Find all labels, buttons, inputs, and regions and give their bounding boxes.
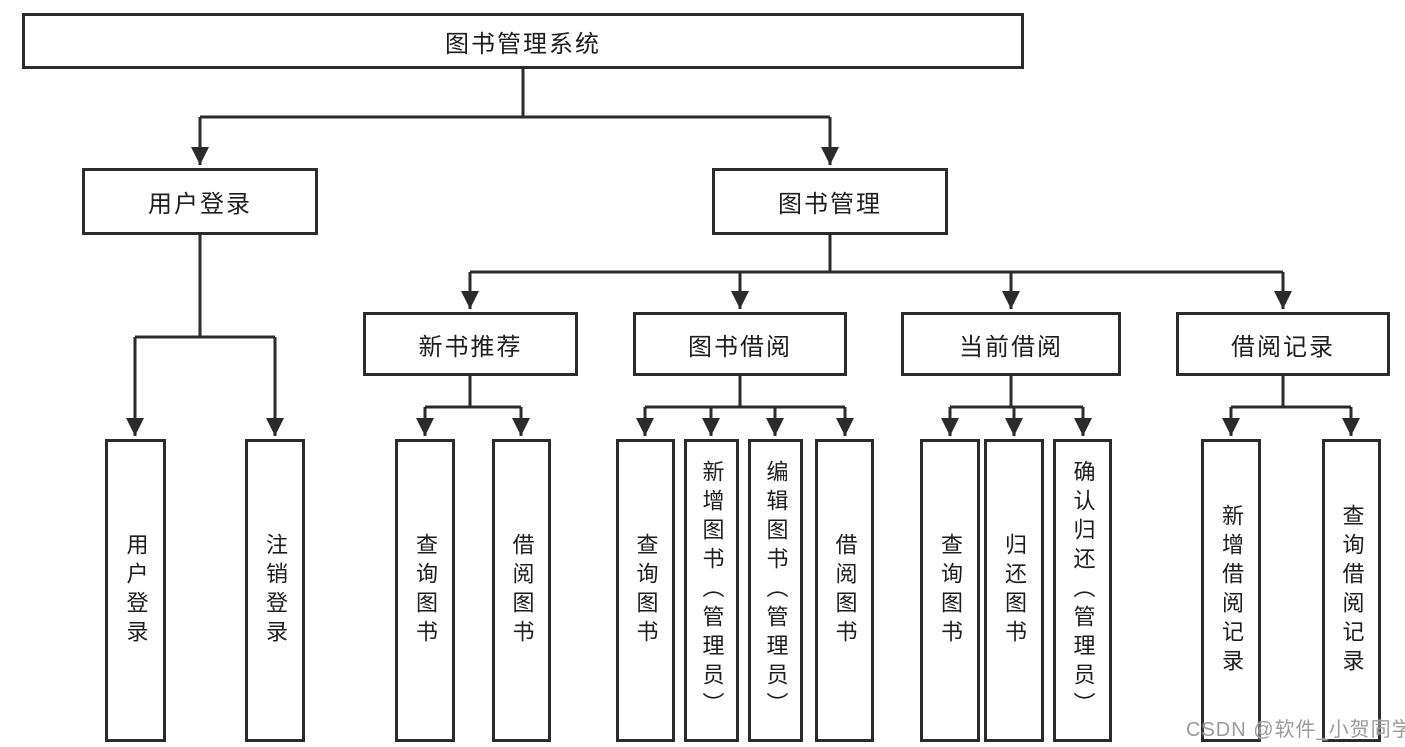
node-label: 查询借阅记录 bbox=[1339, 503, 1365, 678]
node-book-management: 图书管理 bbox=[712, 168, 948, 235]
leaf-borrow-books-recommend: 借阅图书 bbox=[492, 439, 551, 742]
node-book-borrow: 图书借阅 bbox=[633, 312, 847, 376]
leaf-edit-books-admin: 编辑图书（管理员） bbox=[748, 439, 803, 742]
node-label: 新书推荐 bbox=[418, 333, 523, 361]
node-label: 新增借阅记录 bbox=[1219, 503, 1244, 678]
leaf-query-books-borrow: 查询图书 bbox=[616, 439, 675, 742]
leaf-logout: 注销登录 bbox=[245, 439, 305, 742]
leaf-query-borrow-record: 查询借阅记录 bbox=[1322, 439, 1381, 742]
node-label: 编辑图书（管理员） bbox=[763, 460, 789, 721]
node-root: 图书管理系统 bbox=[22, 13, 1024, 69]
node-label: 借阅图书 bbox=[832, 532, 858, 649]
node-label: 查询图书 bbox=[633, 532, 659, 649]
node-label: 确认归还（管理员） bbox=[1070, 460, 1096, 721]
node-label: 用户登录 bbox=[148, 191, 252, 218]
node-label: 用户登录 bbox=[123, 532, 149, 649]
leaf-query-books-recommend: 查询图书 bbox=[395, 439, 455, 742]
node-label: 查询图书 bbox=[413, 532, 438, 649]
node-label: 新增图书（管理员） bbox=[699, 460, 725, 721]
csdn-watermark: CSDN @软件_小贺同学 bbox=[1186, 719, 1405, 741]
connectors bbox=[126, 69, 1360, 436]
node-label: 当前借阅 bbox=[959, 333, 1063, 361]
leaf-add-borrow-record: 新增借阅记录 bbox=[1201, 439, 1261, 742]
leaf-add-books-admin: 新增图书（管理员） bbox=[684, 439, 739, 742]
node-label: 注销登录 bbox=[263, 532, 288, 649]
node-new-book-recommend: 新书推荐 bbox=[363, 312, 578, 376]
node-user-login-group: 用户登录 bbox=[82, 168, 318, 235]
node-label: 借阅记录 bbox=[1231, 333, 1335, 361]
node-label: 图书借阅 bbox=[688, 333, 792, 361]
node-label: 查询图书 bbox=[938, 532, 963, 649]
node-label: 归还图书 bbox=[1002, 532, 1027, 649]
leaf-query-books-current: 查询图书 bbox=[920, 439, 980, 742]
leaf-return-books: 归还图书 bbox=[984, 439, 1044, 742]
node-current-borrow: 当前借阅 bbox=[901, 312, 1121, 376]
node-borrow-records: 借阅记录 bbox=[1176, 312, 1390, 376]
node-label: 图书管理 bbox=[778, 191, 882, 218]
leaf-confirm-return-admin: 确认归还（管理员） bbox=[1053, 439, 1112, 742]
leaf-borrow-books: 借阅图书 bbox=[815, 439, 874, 742]
leaf-user-login: 用户登录 bbox=[105, 439, 166, 742]
node-label: 借阅图书 bbox=[509, 532, 535, 649]
node-label: 图书管理系统 bbox=[445, 30, 601, 58]
